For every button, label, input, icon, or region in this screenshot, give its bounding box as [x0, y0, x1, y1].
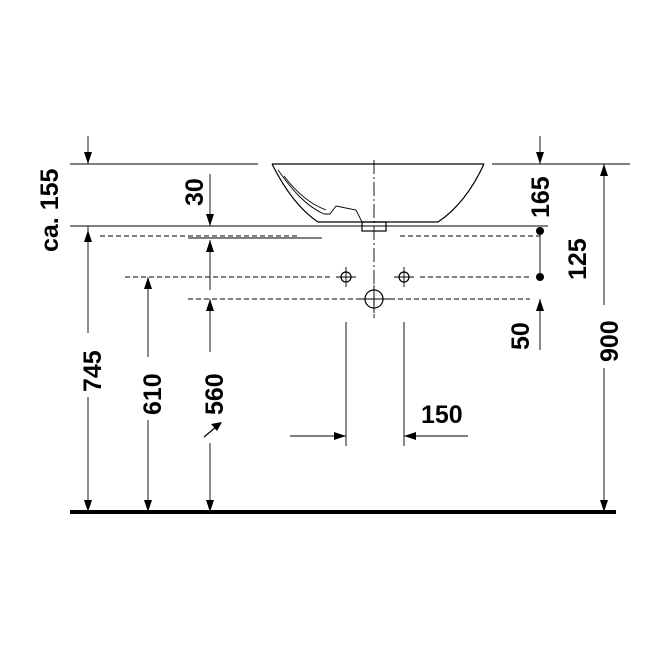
label-drain-depth: 30 — [181, 178, 209, 206]
label-counter-height: 745 — [79, 350, 107, 392]
dim-tap-offset — [536, 136, 544, 164]
waste-outlet — [188, 285, 530, 313]
label-total-height: 900 — [596, 320, 624, 362]
tap-holes — [125, 267, 530, 287]
label-waste-height: 560 — [201, 373, 229, 415]
dim-waste-height — [206, 299, 214, 512]
label-hole-spacing-horizontal: 150 — [421, 401, 463, 429]
dim-bowl-height — [84, 136, 92, 236]
countertop — [70, 225, 548, 237]
dim-counter-height — [84, 230, 92, 512]
label-hole-spacing-vertical: 125 — [564, 238, 592, 280]
dim-hole-height — [144, 277, 152, 512]
dim-drain-depth — [206, 174, 214, 290]
dim-hole-spacing-vertical — [536, 231, 544, 350]
pointer-arrow-icon — [203, 422, 222, 438]
label-tap-offset: 165 — [527, 176, 555, 218]
label-waste-offset: 50 — [507, 322, 535, 350]
dim-hole-spacing-horizontal — [290, 322, 468, 446]
label-hole-height: 610 — [139, 373, 167, 415]
label-bowl-height: ca. 155 — [36, 168, 64, 252]
vessel-basin — [188, 163, 485, 239]
dim-total-height — [600, 164, 608, 512]
